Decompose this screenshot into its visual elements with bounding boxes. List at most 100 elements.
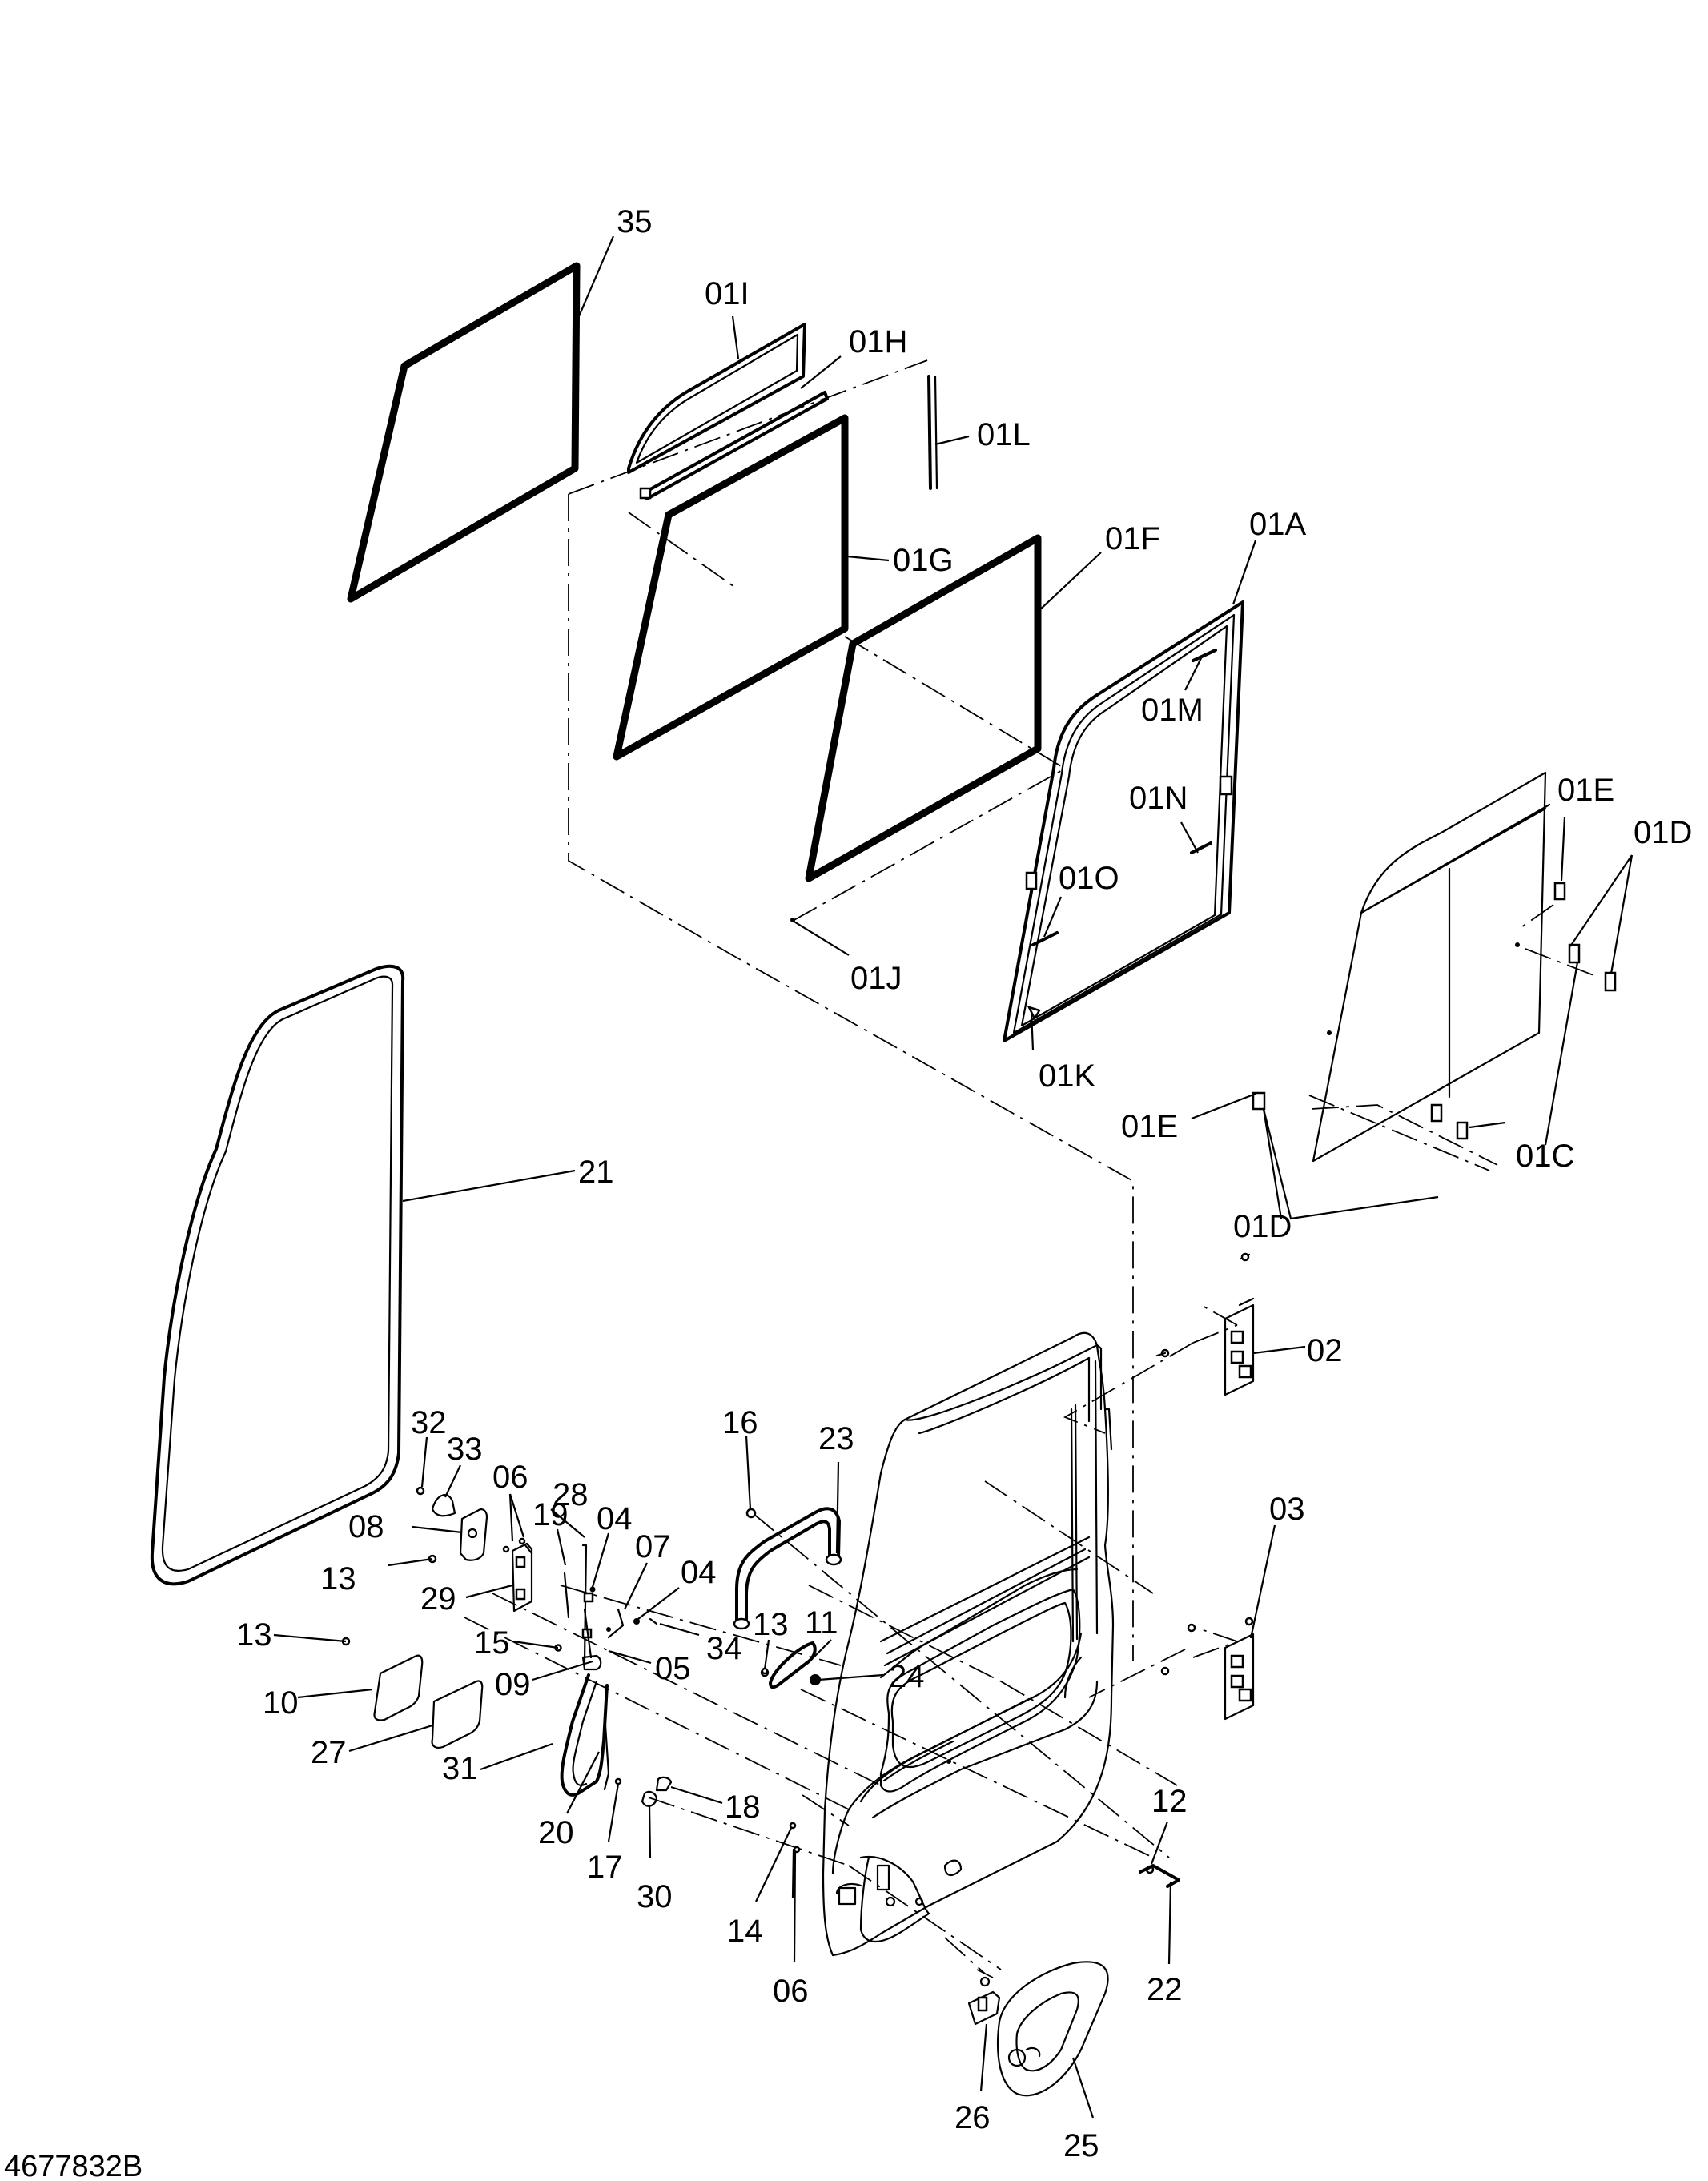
- part-22-rod: [1139, 1864, 1180, 1888]
- label-04-a: 04: [597, 1501, 633, 1536]
- part-09: [581, 1654, 602, 1671]
- document-number: 4677832B: [4, 2150, 143, 2181]
- part-01L-strip: [927, 375, 932, 490]
- part-04: [589, 1586, 596, 1593]
- label-24: 24: [889, 1659, 925, 1694]
- part-28: [581, 1544, 588, 1663]
- label-01A: 01A: [1249, 507, 1306, 542]
- part-02-hinge: [1155, 1252, 1255, 1396]
- label-21: 21: [578, 1155, 614, 1190]
- part-18: [655, 1776, 673, 1792]
- part-01F-glass: [805, 534, 1042, 882]
- label-07: 07: [635, 1529, 671, 1564]
- label-01F: 01F: [1105, 521, 1160, 556]
- part-20: [603, 1712, 610, 1791]
- label-27: 27: [311, 1735, 347, 1770]
- part-34: [649, 1617, 658, 1625]
- label-29: 29: [420, 1581, 456, 1617]
- label-01L: 01L: [977, 417, 1031, 452]
- label-12: 12: [1151, 1784, 1188, 1819]
- label-26: 26: [954, 2100, 991, 2135]
- part-01A-door-frame: [1003, 600, 1244, 1042]
- part-10-cover: [373, 1654, 424, 1721]
- label-11: 11: [805, 1605, 838, 1641]
- label-08: 08: [348, 1509, 384, 1544]
- part-33: [431, 1494, 456, 1517]
- part-29: [511, 1542, 533, 1613]
- label-04-b: 04: [681, 1555, 717, 1590]
- label-01I: 01I: [705, 276, 750, 311]
- part-14: [789, 1822, 797, 1830]
- label-01J: 01J: [850, 961, 902, 996]
- part-31: [560, 1673, 609, 1797]
- label-14: 14: [727, 1914, 763, 1949]
- part-01M: [1192, 649, 1217, 662]
- door-assembly: [822, 1331, 1115, 1957]
- part-06: [502, 1545, 510, 1553]
- lock-cluster: [341, 1486, 801, 1899]
- label-06-bottom: 06: [773, 1974, 809, 2009]
- label-01G: 01G: [893, 543, 954, 578]
- label-01H: 01H: [849, 324, 907, 359]
- label-01D-top: 01D: [1634, 815, 1692, 850]
- label-28: 28: [553, 1477, 589, 1512]
- part-03-hinge: [1160, 1617, 1255, 1721]
- part-08: [459, 1508, 488, 1561]
- label-01N: 01N: [1129, 781, 1188, 816]
- label-19: 19: [532, 1497, 569, 1532]
- part-23-grab-handle: [733, 1507, 842, 1630]
- callout-labels: 35 01I 01H 01L 01G 01F 01A 01M 01N 01O 0…: [236, 204, 1692, 2163]
- label-02: 02: [1307, 1333, 1343, 1368]
- label-13-c: 13: [236, 1617, 272, 1653]
- assembly-lines: [464, 359, 1594, 1978]
- label-13-b: 13: [753, 1607, 789, 1642]
- part-24-plug: [810, 1674, 821, 1685]
- label-10: 10: [263, 1685, 299, 1721]
- part-32: [416, 1486, 425, 1496]
- label-05: 05: [655, 1651, 691, 1686]
- label-22: 22: [1147, 1972, 1183, 2007]
- label-31: 31: [442, 1751, 478, 1786]
- label-01E-bottom: 01E: [1121, 1109, 1178, 1144]
- label-01K: 01K: [1039, 1058, 1095, 1094]
- part-21-door-seal: [150, 964, 405, 1586]
- part-01N: [1190, 841, 1212, 854]
- label-01M: 01M: [1141, 693, 1204, 728]
- label-01E-top: 01E: [1557, 773, 1614, 808]
- part-17: [614, 1777, 622, 1785]
- part-01O: [1031, 931, 1059, 946]
- label-17: 17: [587, 1850, 623, 1885]
- label-13-a: 13: [320, 1561, 356, 1597]
- label-34: 34: [706, 1631, 742, 1666]
- part-11-pull: [769, 1641, 817, 1689]
- leader-lines: [273, 235, 1634, 2119]
- label-16: 16: [722, 1405, 758, 1440]
- label-20: 20: [538, 1815, 574, 1850]
- part-01G-glass: [613, 414, 849, 761]
- label-18: 18: [725, 1789, 761, 1825]
- label-06-top: 06: [492, 1460, 528, 1495]
- label-32: 32: [411, 1405, 447, 1440]
- label-03: 03: [1269, 1492, 1305, 1527]
- label-25: 25: [1063, 2128, 1099, 2163]
- part-35-glass-seal: [347, 262, 581, 603]
- part-27-cover: [431, 1680, 484, 1749]
- label-01O: 01O: [1059, 861, 1119, 896]
- label-30: 30: [637, 1879, 673, 1914]
- part-01-side-panel: [1252, 771, 1617, 1163]
- part-19: [563, 1572, 570, 1619]
- part-25-handle-cover: [997, 1961, 1109, 2097]
- label-35: 35: [617, 204, 653, 239]
- label-15: 15: [474, 1625, 510, 1661]
- label-01C: 01C: [1516, 1139, 1574, 1174]
- label-33: 33: [447, 1432, 483, 1467]
- label-01D-bottom: 01D: [1233, 1209, 1292, 1244]
- part-16-screw: [745, 1508, 757, 1519]
- part-30: [641, 1790, 658, 1807]
- part-07: [607, 1608, 625, 1639]
- part-01I-upper-seal: [627, 323, 806, 474]
- part-26-latch: [967, 1976, 1001, 2026]
- label-23: 23: [818, 1421, 854, 1456]
- label-09: 09: [495, 1667, 531, 1702]
